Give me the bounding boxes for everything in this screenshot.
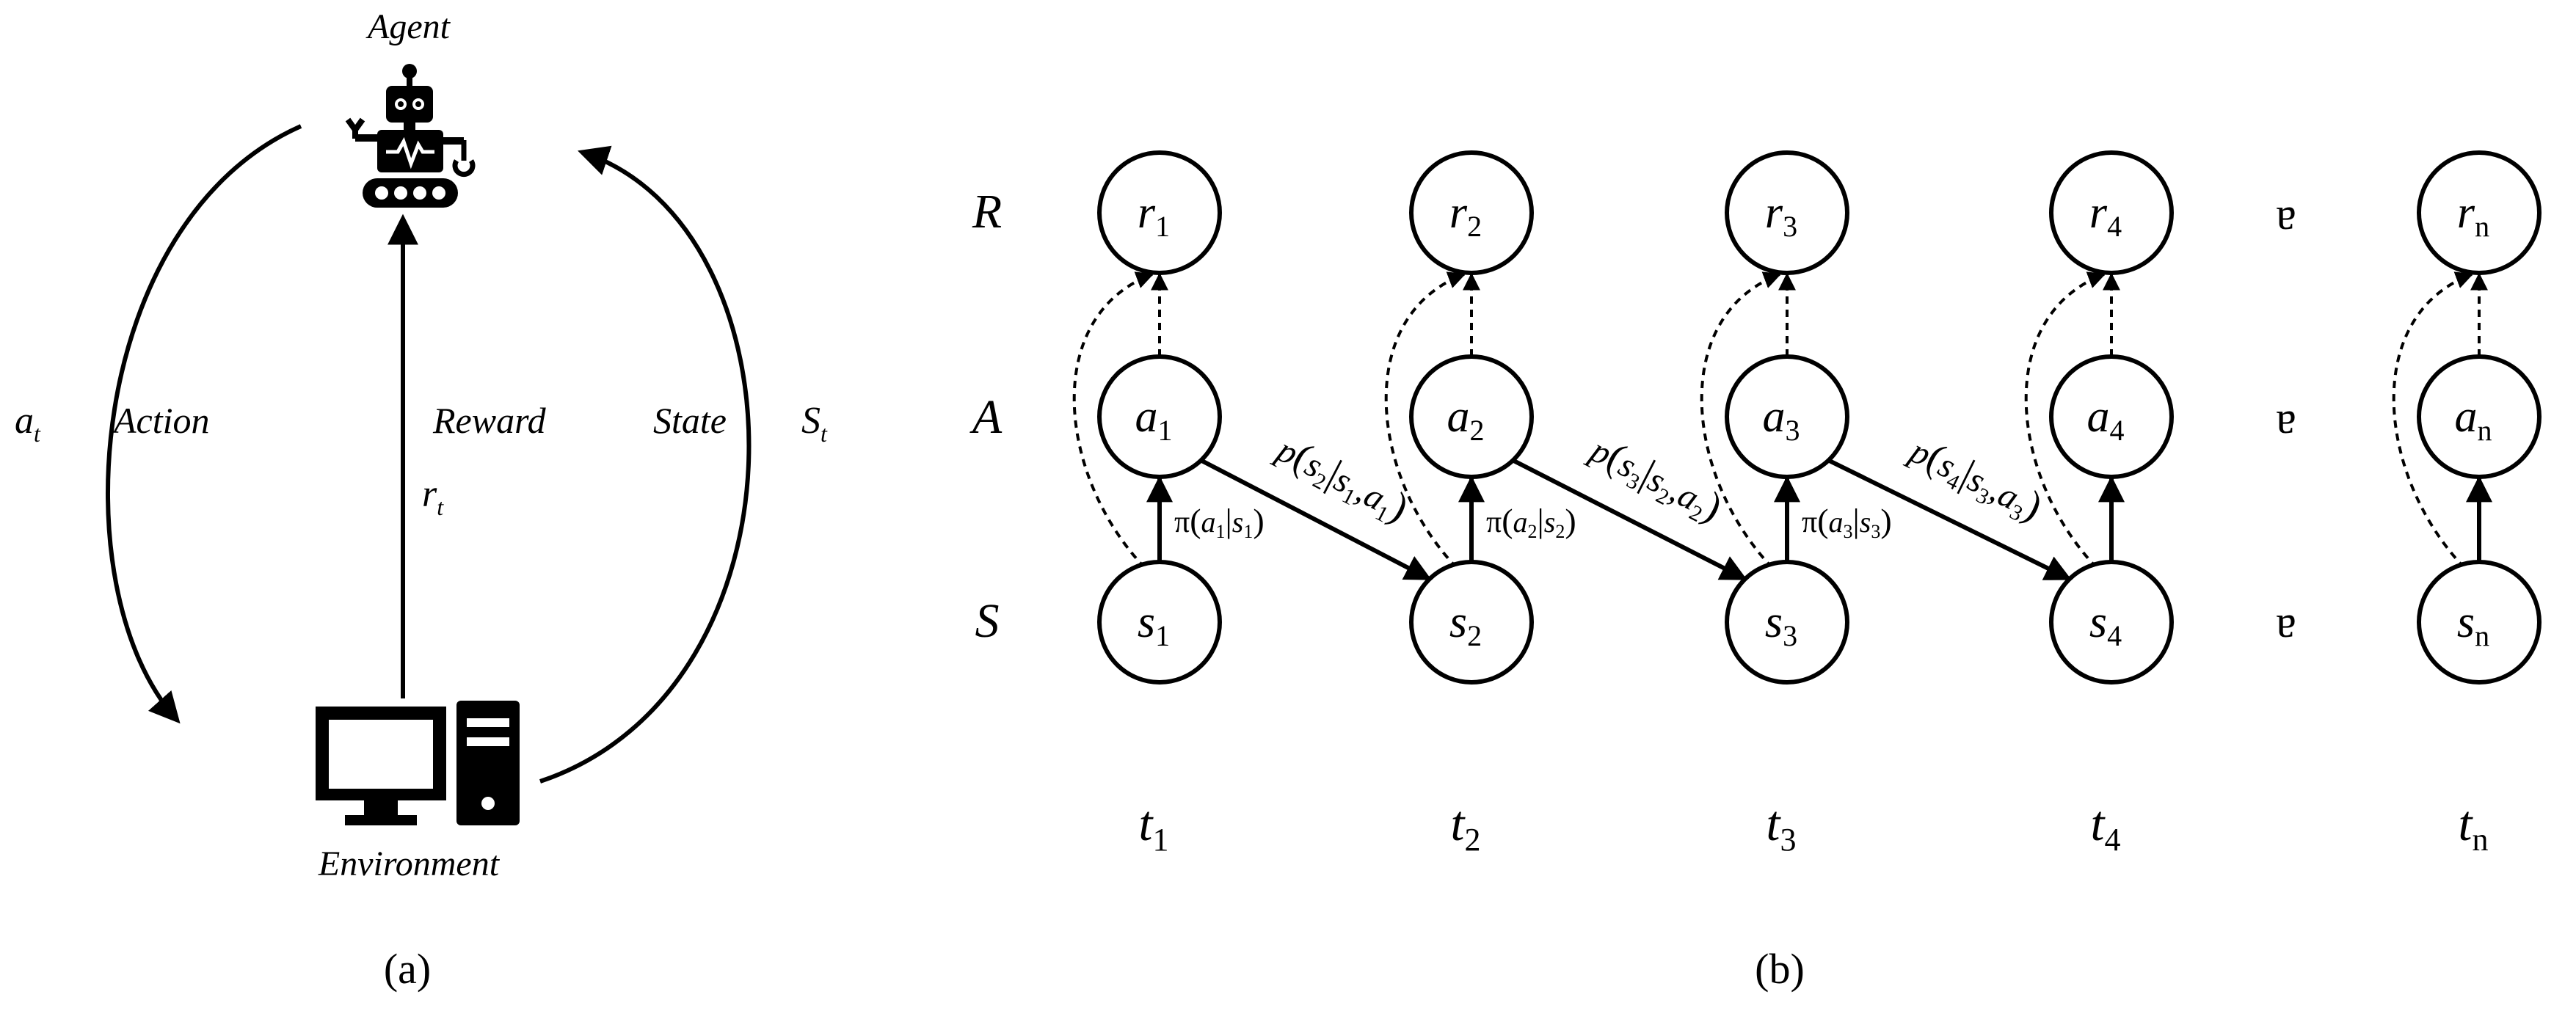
node-a4	[2049, 354, 2174, 479]
reward-label: Reward	[432, 400, 547, 441]
time-label-t1: t1	[1139, 795, 1169, 858]
row-label-state: S	[975, 594, 1000, 648]
node-label-s2: s2	[1449, 597, 1482, 652]
state-reward-dashed-curve	[1384, 271, 1466, 569]
reward-symbol: rt	[422, 473, 444, 520]
node-label-sn: sn	[2457, 597, 2489, 652]
action-arrow	[106, 124, 302, 724]
node-label-s3: s3	[1765, 597, 1797, 652]
action-label: Action	[112, 400, 210, 441]
ellipsis-action: ɐ	[2276, 393, 2296, 443]
transition-arrow	[1199, 458, 1432, 581]
node-label-a3: a3	[1763, 392, 1800, 447]
node-label-an: an	[2455, 392, 2492, 447]
node-label-a2: a2	[1447, 392, 1485, 447]
panel-b-nodes: r1 a1 s1 t1 r2 a2 s2 t2 r3 a3 s3 t3 r4 a4 s4 t4 rn an sn tn…	[1072, 150, 2542, 858]
node-r2	[1409, 150, 1534, 275]
node-s4	[2049, 560, 2174, 685]
node-s3	[1725, 560, 1849, 685]
state-reward-dashed-curve	[1700, 271, 1782, 569]
node-label-r3: r3	[1765, 188, 1797, 243]
panel-a: Agent	[15, 7, 828, 993]
transition-label-1: p(s2|s1,a1)	[1267, 425, 1416, 533]
ellipsis-state: ɐ	[2276, 597, 2296, 647]
node-r3	[1725, 150, 1849, 275]
node-rn	[2417, 150, 2542, 275]
panel-b: R A S ɐ ɐ ɐ r1 a1 s1 t1 r2 a2 s2 t2 r3 a3 s3 t3 r4 a4…	[969, 150, 2542, 993]
state-reward-dashed-curve	[2392, 271, 2474, 569]
node-an	[2417, 354, 2542, 479]
agent-label: Agent	[365, 7, 451, 46]
transition-label-2: p(s3|s2,a2)	[1581, 426, 1730, 533]
action-symbol: at	[15, 400, 41, 447]
node-sn	[2417, 560, 2542, 685]
node-label-s4: s4	[2089, 597, 2122, 652]
state-symbol: St	[801, 400, 828, 447]
node-label-r1: r1	[1138, 188, 1170, 243]
state-label: State	[653, 400, 727, 441]
time-label-t4: t4	[2091, 795, 2121, 858]
row-label-reward: R	[972, 185, 1002, 238]
ellipsis-reward: ɐ	[2276, 189, 2296, 239]
policy-label-2: π(a2|s2)	[1486, 502, 1576, 542]
policy-label-3: π(a3|s3)	[1802, 502, 1892, 542]
node-s1	[1097, 560, 1222, 685]
node-a1	[1097, 354, 1222, 479]
node-r4	[2049, 150, 2174, 275]
computer-icon	[316, 701, 520, 825]
node-a3	[1725, 354, 1849, 479]
row-label-action: A	[969, 390, 1003, 444]
state-arrow	[539, 145, 752, 784]
node-label-r4: r4	[2089, 188, 2122, 243]
node-label-a1: a1	[1135, 392, 1173, 447]
state-reward-dashed-curve	[2024, 271, 2106, 569]
time-label-t2: t2	[1451, 795, 1481, 858]
policy-label-1: π(a1|s1)	[1174, 502, 1265, 542]
node-label-rn: rn	[2457, 188, 2489, 243]
environment-label: Environment	[318, 844, 501, 883]
transition-arrow	[1827, 458, 2072, 581]
transition-arrow	[1511, 458, 1747, 581]
robot-icon	[345, 64, 476, 208]
panel-b-caption: (b)	[1755, 945, 1805, 993]
transition-label-3: p(s4|s3,a3)	[1900, 426, 2049, 533]
time-label-t3: t3	[1767, 795, 1797, 858]
node-a2	[1409, 354, 1534, 479]
node-label-r2: r2	[1449, 188, 1482, 243]
node-s2	[1409, 560, 1534, 685]
time-label-tn: tn	[2459, 795, 2489, 858]
node-label-s1: s1	[1138, 597, 1170, 652]
node-r1	[1097, 150, 1222, 275]
state-reward-dashed-curve	[1072, 271, 1154, 569]
panel-a-caption: (a)	[384, 945, 431, 993]
node-label-a4: a4	[2087, 392, 2125, 447]
